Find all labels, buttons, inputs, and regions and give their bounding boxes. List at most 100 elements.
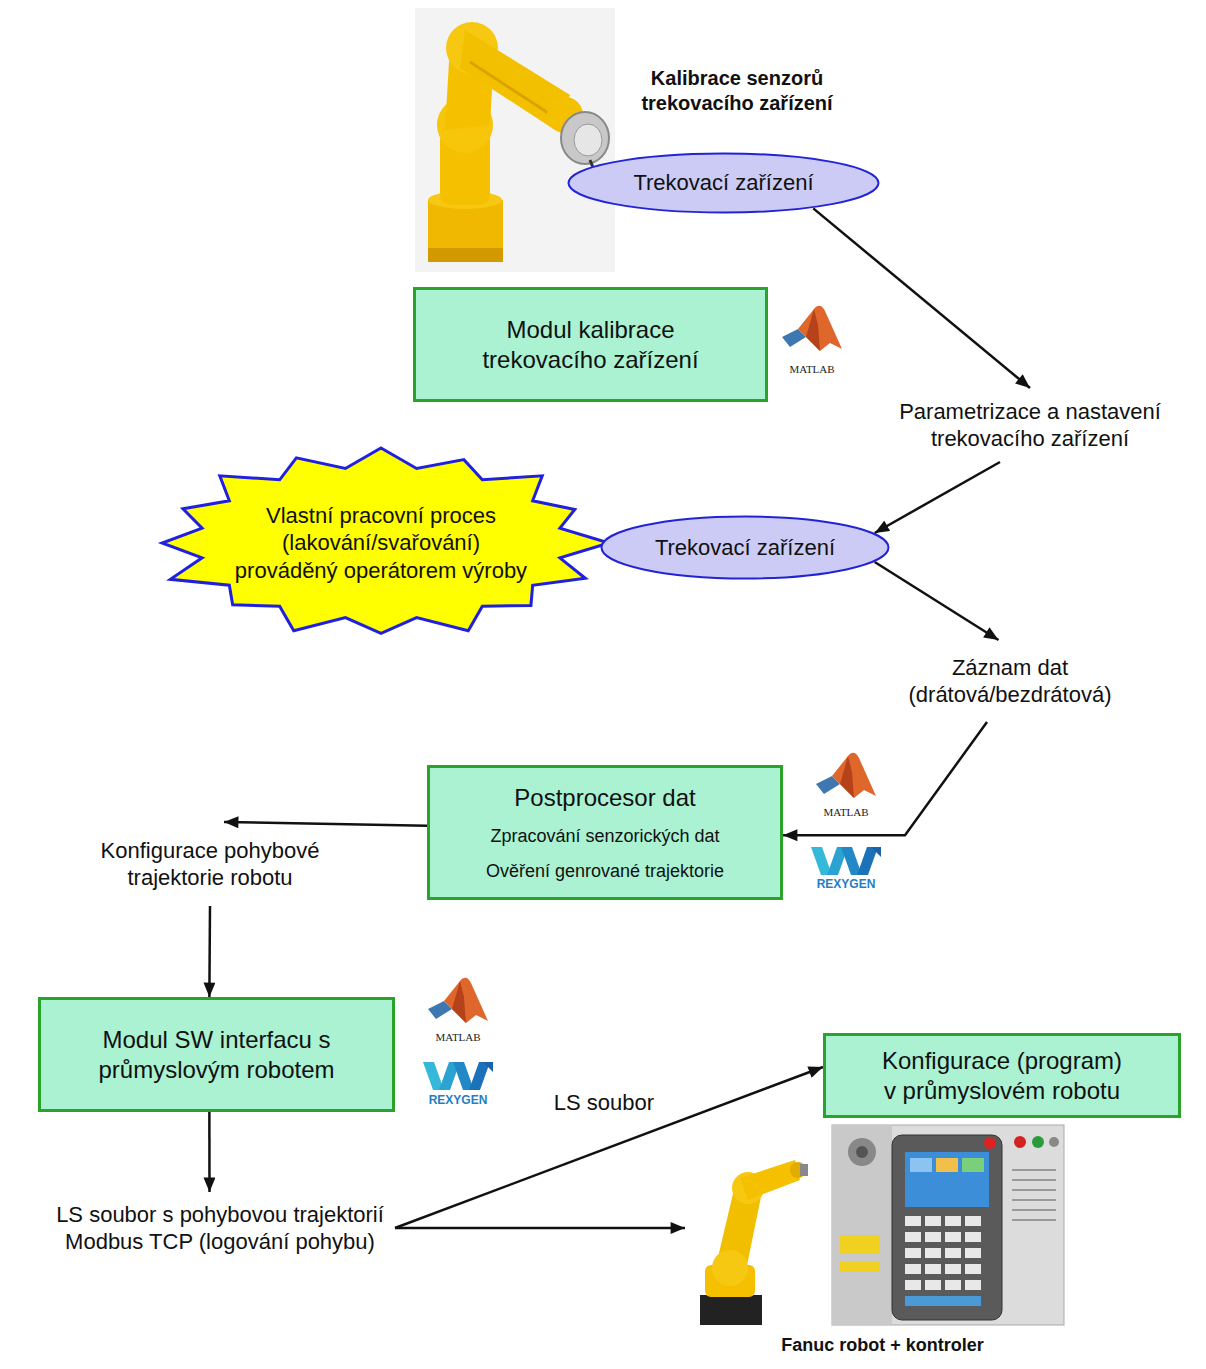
flow-arrow <box>783 722 987 835</box>
robot-controller <box>1012 1209 1056 1211</box>
teach-pendant <box>925 1280 941 1290</box>
step-text: Parametrizace a nastavení trekovacího za… <box>880 388 1180 462</box>
teach-pendant <box>984 1137 996 1149</box>
step-text: Záznam dat (drátová/bezdrátová) <box>895 640 1125 722</box>
flow-arrow <box>395 1227 685 1230</box>
module-box: Konfigurace (program) v průmyslovém robo… <box>823 1033 1181 1118</box>
fanuc-robot <box>700 1160 808 1325</box>
flow-arrow <box>208 1112 211 1192</box>
teach-pendant <box>905 1248 921 1258</box>
robot-controller <box>840 1262 880 1272</box>
teach-pendant <box>945 1248 961 1258</box>
teach-pendant <box>965 1280 981 1290</box>
device-ellipse: Trekovací zařízení <box>567 152 880 214</box>
module-box: Postprocesor datZpracování senzorických … <box>427 765 783 900</box>
node-content: Postprocesor datZpracování senzorických … <box>440 783 770 882</box>
teach-pendant <box>965 1232 981 1242</box>
calibration-robot-photo <box>428 200 503 262</box>
teach-pendant <box>945 1264 961 1274</box>
logo-wordmark: REXYGEN <box>412 1093 504 1108</box>
calibration-robot-photo <box>470 62 556 118</box>
teach-pendant <box>936 1158 958 1172</box>
node-content: Vlastní pracovní proces (lakování/svařov… <box>231 502 531 585</box>
teach-pendant <box>892 1135 1002 1320</box>
node-title: Trekovací zařízení <box>584 169 864 197</box>
illustration-caption: Kalibrace senzorů trekovacího zařízení <box>612 66 862 116</box>
teach-pendant <box>925 1232 941 1242</box>
node-content: Trekovací zařízení <box>620 534 870 562</box>
robot-controller <box>832 1125 1064 1325</box>
calibration-robot-photo <box>415 8 615 272</box>
node-title: Modul SW interfacu s průmyslovým robotem <box>67 1025 367 1085</box>
matlab-logo <box>782 306 842 351</box>
teach-pendant <box>905 1216 981 1290</box>
flow-arrow <box>224 822 427 826</box>
calibration-robot-photo <box>428 248 503 262</box>
teach-pendant <box>905 1296 981 1306</box>
process-starburst: Vlastní pracovní proces (lakování/svařov… <box>150 445 612 641</box>
matlab-logo <box>816 753 876 798</box>
teach-pendant <box>965 1248 981 1258</box>
teach-pendant <box>945 1280 961 1290</box>
flow-arrow <box>875 462 1000 533</box>
robot-controller <box>1012 1189 1056 1191</box>
starburst-outline <box>162 448 609 633</box>
robot-controller <box>1012 1219 1056 1221</box>
teach-pendant <box>965 1216 981 1226</box>
matlab-logo <box>428 978 488 1023</box>
teach-pendant <box>905 1232 921 1242</box>
robot-controller <box>832 1125 892 1325</box>
teach-pendant <box>892 1135 1002 1320</box>
node-title: LS soubor s pohybovou trajektorií Modbus… <box>47 1201 393 1256</box>
step-text: Konfigurace pohybové trajektorie robotu <box>70 822 350 906</box>
node-title: Parametrizace a nastavení trekovacího za… <box>884 398 1176 453</box>
logo-wordmark: REXYGEN <box>800 877 892 892</box>
teach-pendant <box>905 1280 921 1290</box>
robot-controller <box>1032 1136 1044 1148</box>
node-title: Trekovací zařízení <box>620 534 870 562</box>
logo-wordmark: MATLAB <box>418 1031 498 1045</box>
rexygen-logo <box>811 847 881 875</box>
calibration-robot-photo <box>561 112 609 164</box>
node-subtext: Zpracování senzorických dat <box>440 825 770 848</box>
robot-controller <box>856 1146 868 1158</box>
logo-wordmark: MATLAB <box>806 806 886 820</box>
node-title: Postprocesor dat <box>440 783 770 813</box>
step-text: LS soubor s pohybovou trajektorií Modbus… <box>45 1192 395 1264</box>
robot-controller <box>848 1138 876 1166</box>
teach-pendant <box>945 1232 961 1242</box>
teach-pendant <box>965 1264 981 1274</box>
robot-caption-node: Fanuc robot + kontroler <box>685 1120 1080 1360</box>
ellipse-outline <box>602 517 889 579</box>
fanuc-robot <box>700 1295 762 1325</box>
node-title: Vlastní pracovní proces (lakování/svařov… <box>231 502 531 585</box>
node-content: Konfigurace pohybové trajektorie robotu <box>74 837 346 892</box>
fanuc-robot <box>740 1160 800 1200</box>
node-content: Fanuc robot + kontroler <box>693 1334 1073 1357</box>
robot-controller <box>1012 1169 1056 1171</box>
rexygen-logo <box>423 1062 493 1090</box>
teach-pendant <box>925 1216 941 1226</box>
node-subtext: Ověření genrované trajektorie <box>440 860 770 883</box>
module-box: Modul kalibrace trekovacího zařízení <box>413 287 768 402</box>
teach-pendant <box>905 1264 921 1274</box>
robot-controller <box>832 1125 1064 1325</box>
node-title: Konfigurace (program) v průmyslovém robo… <box>876 1046 1128 1106</box>
node-content: Modul kalibrace trekovacího zařízení <box>460 315 722 375</box>
node-title: Záznam dat (drátová/bezdrátová) <box>899 654 1121 709</box>
robot-controller <box>1049 1137 1059 1147</box>
fanuc-robot <box>712 1250 748 1286</box>
node-content: Konfigurace (program) v průmyslovém robo… <box>876 1046 1128 1106</box>
calibration-robot-photo <box>574 124 602 156</box>
flow-arrow <box>875 562 999 640</box>
node-content: Modul SW interfacu s průmyslovým robotem <box>67 1025 367 1085</box>
node-title: Modul kalibrace trekovacího zařízení <box>460 315 722 375</box>
robot-controller <box>1012 1170 1056 1220</box>
teach-pendant <box>925 1248 941 1258</box>
teach-pendant <box>945 1216 961 1226</box>
node-content: Parametrizace a nastavení trekovacího za… <box>884 398 1176 453</box>
node-content: Trekovací zařízení <box>584 169 864 197</box>
ellipse-outline <box>569 154 879 213</box>
robot-controller <box>840 1235 880 1253</box>
